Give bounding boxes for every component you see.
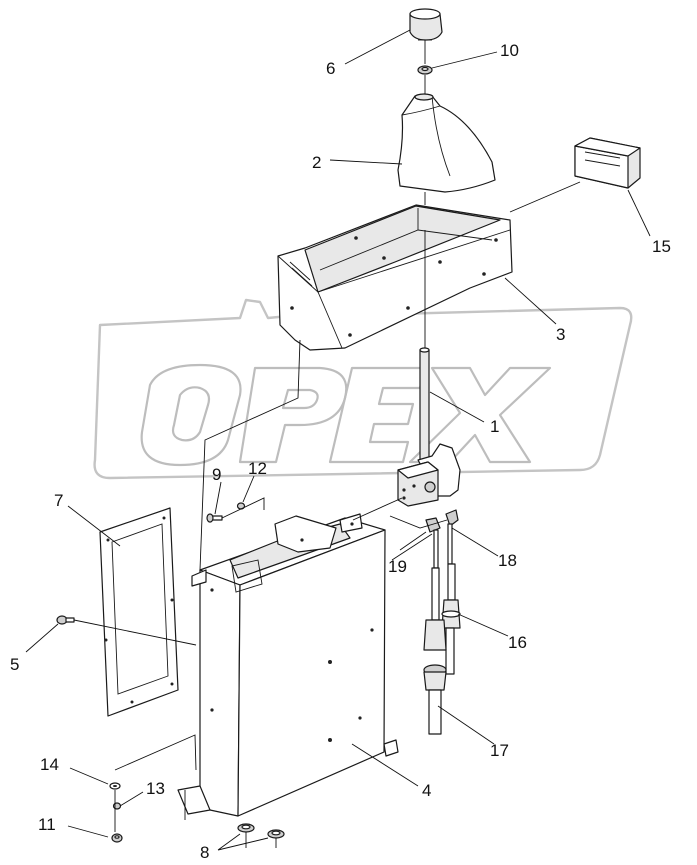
bolt-icon: [206, 513, 223, 523]
shift-knob-icon: [409, 8, 443, 41]
console-housing-icon: [177, 513, 399, 817]
callout-2: 2: [312, 153, 321, 172]
cable-end-icon-18: [445, 509, 459, 565]
nut-icon-10: [417, 65, 433, 75]
lever-boot-icon: [397, 93, 496, 193]
side-panel-icon: [99, 507, 179, 717]
callout-7: 7: [54, 491, 63, 510]
callout-8: 8: [200, 843, 209, 862]
callout-6: 6: [326, 59, 335, 78]
washer-icon-14: [109, 782, 121, 790]
control-cable-icon-17: [423, 567, 447, 735]
rubber-pad-icon: [237, 823, 285, 839]
switch-block-icon: [574, 137, 641, 189]
callout-3: 3: [556, 325, 565, 344]
screw-icon: [56, 615, 75, 625]
callout-5: 5: [10, 655, 19, 674]
callout-12: 12: [248, 459, 267, 478]
callout-1: 1: [490, 417, 499, 436]
callout-13: 13: [146, 779, 165, 798]
callout-labels: 6 10 2 15 3 1 9 12 7 18 19 16 5 17 14 4 …: [10, 41, 671, 862]
callout-4: 4: [422, 781, 431, 800]
callout-15: 15: [652, 237, 671, 256]
callout-16: 16: [508, 633, 527, 652]
control-cable-icon-16: [441, 563, 461, 675]
console-cover-icon: [277, 204, 513, 351]
callout-leaders: [25, 29, 651, 851]
callout-11: 11: [38, 815, 56, 834]
assembly-lines: [73, 40, 581, 848]
callout-19: 19: [388, 557, 407, 576]
callout-9: 9: [212, 465, 221, 484]
callout-14: 14: [40, 755, 59, 774]
callout-18: 18: [498, 551, 517, 570]
nut-icon-11: [111, 833, 123, 843]
shift-lever-icon: [397, 347, 461, 507]
callout-17: 17: [490, 741, 509, 760]
callout-10: 10: [500, 41, 519, 60]
